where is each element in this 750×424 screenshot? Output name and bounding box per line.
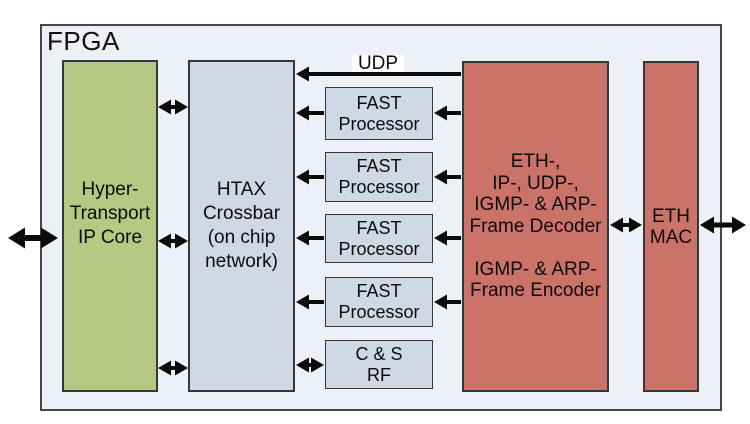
label-line: Processor (338, 113, 420, 134)
block-fast-processor-3: FAST Processor (325, 214, 433, 263)
block-label: C & S RF (355, 344, 402, 386)
label-line: FAST (356, 156, 402, 176)
fpga-title: FPGA (47, 26, 120, 56)
block-label: FAST Processor (338, 218, 419, 260)
label-line: HTAX (216, 179, 267, 200)
frame-encoder-label: IGMP- & ARP- Frame Encoder (470, 259, 602, 302)
label-line: Frame Decoder (469, 215, 602, 237)
block-fast-processor-4: FAST Processor (325, 277, 433, 327)
label-line: IP Core (77, 227, 143, 248)
label-line: RF (366, 364, 391, 385)
label-line: IP-, UDP-, (492, 172, 579, 194)
block-c-and-s-rf: C & S RF (325, 340, 433, 389)
block-hypertransport-ip-core: Hyper- Transport IP Core (62, 60, 158, 392)
label-line: IGMP- & ARP- (474, 194, 597, 216)
block-eth-mac: ETH MAC (643, 61, 699, 392)
label-line: MAC (649, 226, 693, 248)
block-frame-decoder-encoder: ETH-, IP-, UDP-, IGMP- & ARP- Frame Deco… (462, 61, 609, 392)
label-line: Processor (338, 238, 420, 259)
label-line: network) (205, 251, 278, 272)
block-label: ETH-, IP-, UDP-, IGMP- & ARP- Frame Deco… (470, 151, 602, 302)
block-label: HTAX Crossbar (on chip network) (203, 178, 280, 274)
label-line: Frame Encoder (470, 280, 601, 302)
label-line: Hyper- (81, 179, 139, 200)
label-line: ETH (651, 205, 690, 227)
label-line: Crossbar (202, 203, 281, 224)
label-line: Processor (338, 302, 420, 322)
block-htax-crossbar: HTAX Crossbar (on chip network) (188, 60, 295, 392)
block-label: Hyper- Transport IP Core (70, 178, 151, 250)
block-fast-processor-1: FAST Processor (325, 87, 433, 140)
label-line: C & S (355, 343, 403, 364)
label-line: ETH-, (510, 151, 561, 173)
label-line: FAST (356, 281, 402, 301)
udp-label: UDP (352, 54, 404, 73)
label-spacer (470, 237, 602, 259)
label-line: (on chip (207, 227, 276, 248)
block-fast-processor-2: FAST Processor (325, 152, 433, 202)
block-label: FAST Processor (338, 93, 419, 135)
label-line: FAST (356, 217, 402, 238)
label-line: IGMP- & ARP- (474, 258, 597, 280)
frame-decoder-label: ETH-, IP-, UDP-, IGMP- & ARP- Frame Deco… (470, 151, 602, 237)
label-line: Processor (338, 177, 420, 197)
block-label: FAST Processor (338, 156, 419, 198)
block-label: FAST Processor (338, 281, 419, 323)
label-line: Transport (69, 203, 151, 224)
block-label: ETH MAC (650, 206, 692, 248)
label-line: FAST (356, 92, 402, 113)
